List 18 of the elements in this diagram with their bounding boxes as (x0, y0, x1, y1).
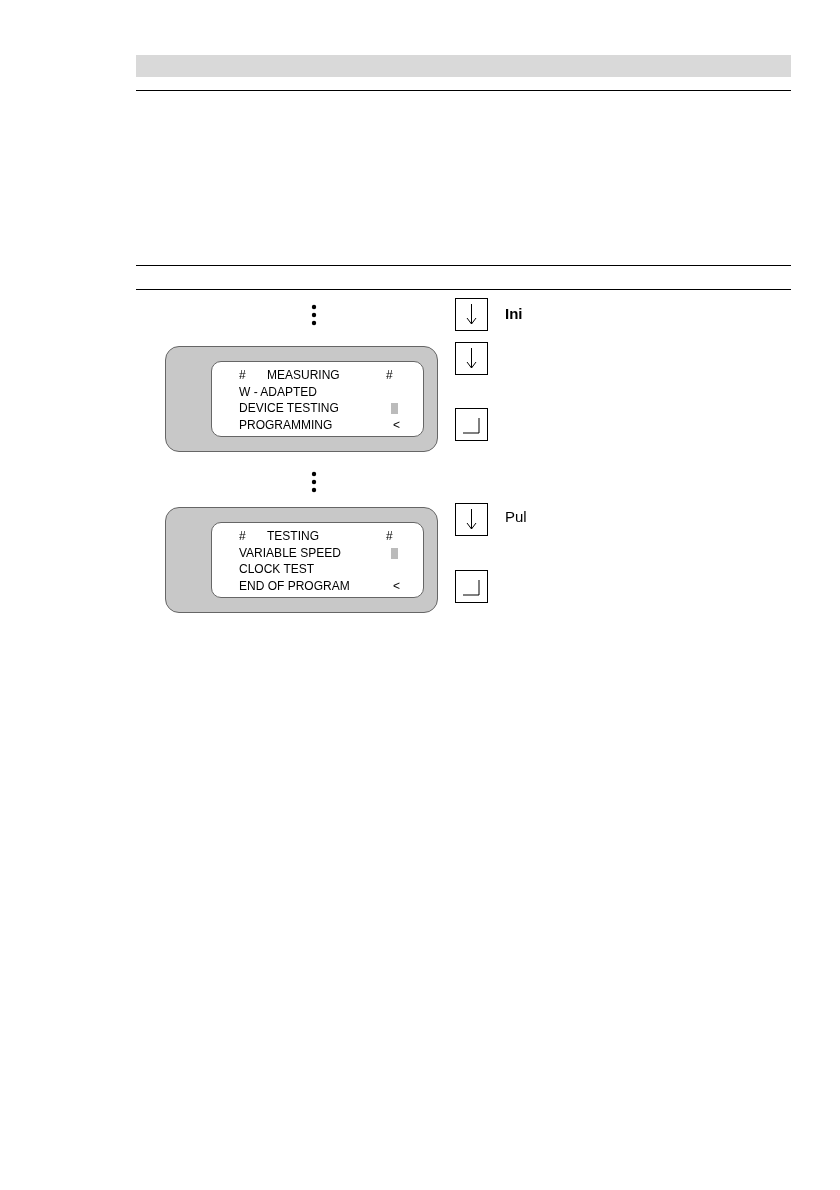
display-text: TESTING (267, 529, 319, 543)
display-text: END OF PROGRAM (239, 578, 350, 593)
display-screen (165, 507, 438, 613)
display-text: PROGRAMMING (239, 417, 333, 432)
display-text: DEVICE TESTING (239, 401, 339, 415)
instruction-text: Ini (505, 304, 523, 324)
display-text: # (386, 529, 393, 543)
display-text: CLOCK TEST (239, 562, 315, 576)
display-text: VARIABLE SPEED (239, 545, 341, 560)
display-text: # (386, 368, 393, 382)
display-text: MEASURING (267, 368, 340, 382)
display-text: # (239, 529, 246, 543)
display-text: # (239, 368, 246, 382)
display-text: W - ADAPTED (239, 384, 317, 399)
display-text: < (393, 417, 400, 432)
instruction-text: Pul (505, 507, 527, 527)
display-text: < (393, 578, 400, 593)
display-screen (165, 346, 438, 452)
